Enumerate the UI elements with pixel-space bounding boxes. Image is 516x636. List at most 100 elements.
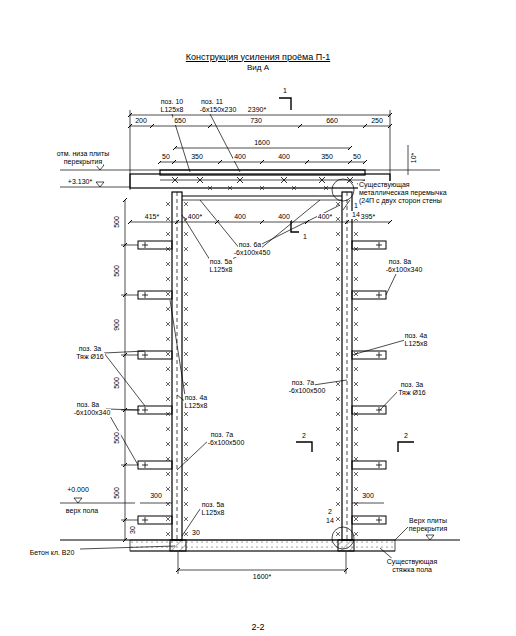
weld-mark: [184, 382, 188, 386]
weld-mark: [354, 472, 358, 476]
drawing-label: поз. 8а: [76, 401, 101, 409]
weld-mark: [166, 202, 170, 206]
drawing-label: 500: [113, 431, 121, 445]
weld-mark: [336, 232, 340, 236]
weld-mark: [166, 262, 170, 266]
weld-mark: [336, 442, 340, 446]
drawing-label: поз. 10: [160, 98, 185, 106]
drawing-label: 415*: [144, 213, 160, 221]
drawing-label: 50: [161, 153, 171, 161]
weld-mark: [354, 307, 358, 311]
weld-mark: [166, 412, 170, 416]
drawing-label: 500: [113, 215, 121, 229]
weld-mark: [354, 247, 358, 251]
weld-mark: [336, 412, 340, 416]
weld-mark: [336, 217, 340, 221]
drawing-label: 500: [113, 376, 121, 390]
weld-mark: [354, 292, 358, 296]
weld-mark: [166, 247, 170, 251]
drawing-label: +3.130*: [67, 178, 93, 186]
weld-mark: [336, 337, 340, 341]
drawing-label: отм. низа плиты: [56, 150, 111, 158]
weld-mark: [336, 292, 340, 296]
weld-mark: [184, 487, 188, 491]
drawing-label: -6x100x500: [207, 439, 246, 447]
weld-mark: [184, 337, 188, 341]
drawing-label: -6x100x500: [288, 387, 327, 395]
drawing-label: поз. 3а: [78, 345, 103, 353]
drawing-label: -6x100x340: [385, 266, 424, 274]
drawing-label: L125x8: [201, 509, 226, 517]
drawing-label: 2: [327, 508, 333, 516]
drawing-label: 2390*: [247, 106, 267, 114]
drawing-label: поз. 7а: [210, 431, 235, 439]
drawing-label: L125x8: [160, 106, 185, 114]
weld-mark: [184, 247, 188, 251]
weld-mark: [336, 487, 340, 491]
drawing-label: Тяж Ø16: [75, 353, 105, 361]
drawing-label: поз. 4а: [404, 332, 429, 340]
weld-mark: [166, 502, 170, 506]
weld-mark: [184, 367, 188, 371]
drawing-label: 30: [191, 529, 201, 537]
drawing-label: 300: [361, 492, 375, 500]
weld-mark: [354, 457, 358, 461]
weld-mark: [184, 232, 188, 236]
weld-mark: [166, 457, 170, 461]
drawing-label: Бетон кл. В20: [29, 549, 76, 557]
weld-mark: [354, 367, 358, 371]
sheet-caption: 2-2: [251, 622, 264, 632]
weld-mark: [166, 337, 170, 341]
drawing-label: Верх плиты: [408, 517, 448, 525]
drawing-label: L125x8: [184, 402, 209, 410]
weld-mark: [166, 382, 170, 386]
weld-mark: [336, 202, 340, 206]
drawing-label: 14: [325, 517, 335, 525]
drawing-label: перекрытия: [408, 525, 448, 533]
weld-mark: [184, 322, 188, 326]
weld-mark: [184, 352, 188, 356]
drawing-label: L125x8: [209, 266, 234, 274]
weld-mark: [354, 232, 358, 236]
drawing-label: Существующая: [386, 558, 439, 566]
drawing-label: 730: [249, 117, 263, 125]
drawing-label: 400*: [317, 213, 333, 221]
weld-mark: [354, 337, 358, 341]
drawing-label: металлическая перемычка: [358, 189, 448, 197]
weld-mark: [336, 472, 340, 476]
weld-mark: [354, 262, 358, 266]
drawing-label: поз. 4а: [184, 394, 209, 402]
weld-mark: [166, 442, 170, 446]
drawing-label: перекрытия: [63, 158, 103, 166]
weld-mark: [166, 322, 170, 326]
weld-mark: [336, 247, 340, 251]
weld-mark: [336, 322, 340, 326]
weld-mark: [354, 397, 358, 401]
weld-mark: [336, 307, 340, 311]
drawing-label: 1600: [253, 139, 271, 147]
drawing-label: 350: [190, 153, 204, 161]
drawing-label: 14: [351, 211, 361, 219]
weld-mark: [166, 352, 170, 356]
weld-mark: [166, 232, 170, 236]
weld-mark: [166, 487, 170, 491]
drawing-label: 650: [173, 117, 187, 125]
drawing-label: 500: [113, 264, 121, 278]
drawing-label: -6x150x230: [199, 106, 238, 114]
weld-mark: [184, 307, 188, 311]
weld-mark: [354, 352, 358, 356]
drawing-label: (24П с двух сторон стены: [358, 197, 443, 205]
drawing-label: -6x100x340: [73, 409, 112, 417]
weld-mark: [166, 472, 170, 476]
drawing-label: 300: [149, 492, 163, 500]
weld-mark: [184, 502, 188, 506]
weld-mark: [354, 412, 358, 416]
weld-mark: [184, 517, 188, 521]
weld-mark: [324, 186, 328, 190]
drawing-label: 1: [302, 233, 308, 241]
weld-mark: [166, 532, 170, 536]
drawing-label: 500: [113, 486, 121, 500]
drawing-title: Конструкция усиления проёма П-1: [186, 52, 330, 62]
